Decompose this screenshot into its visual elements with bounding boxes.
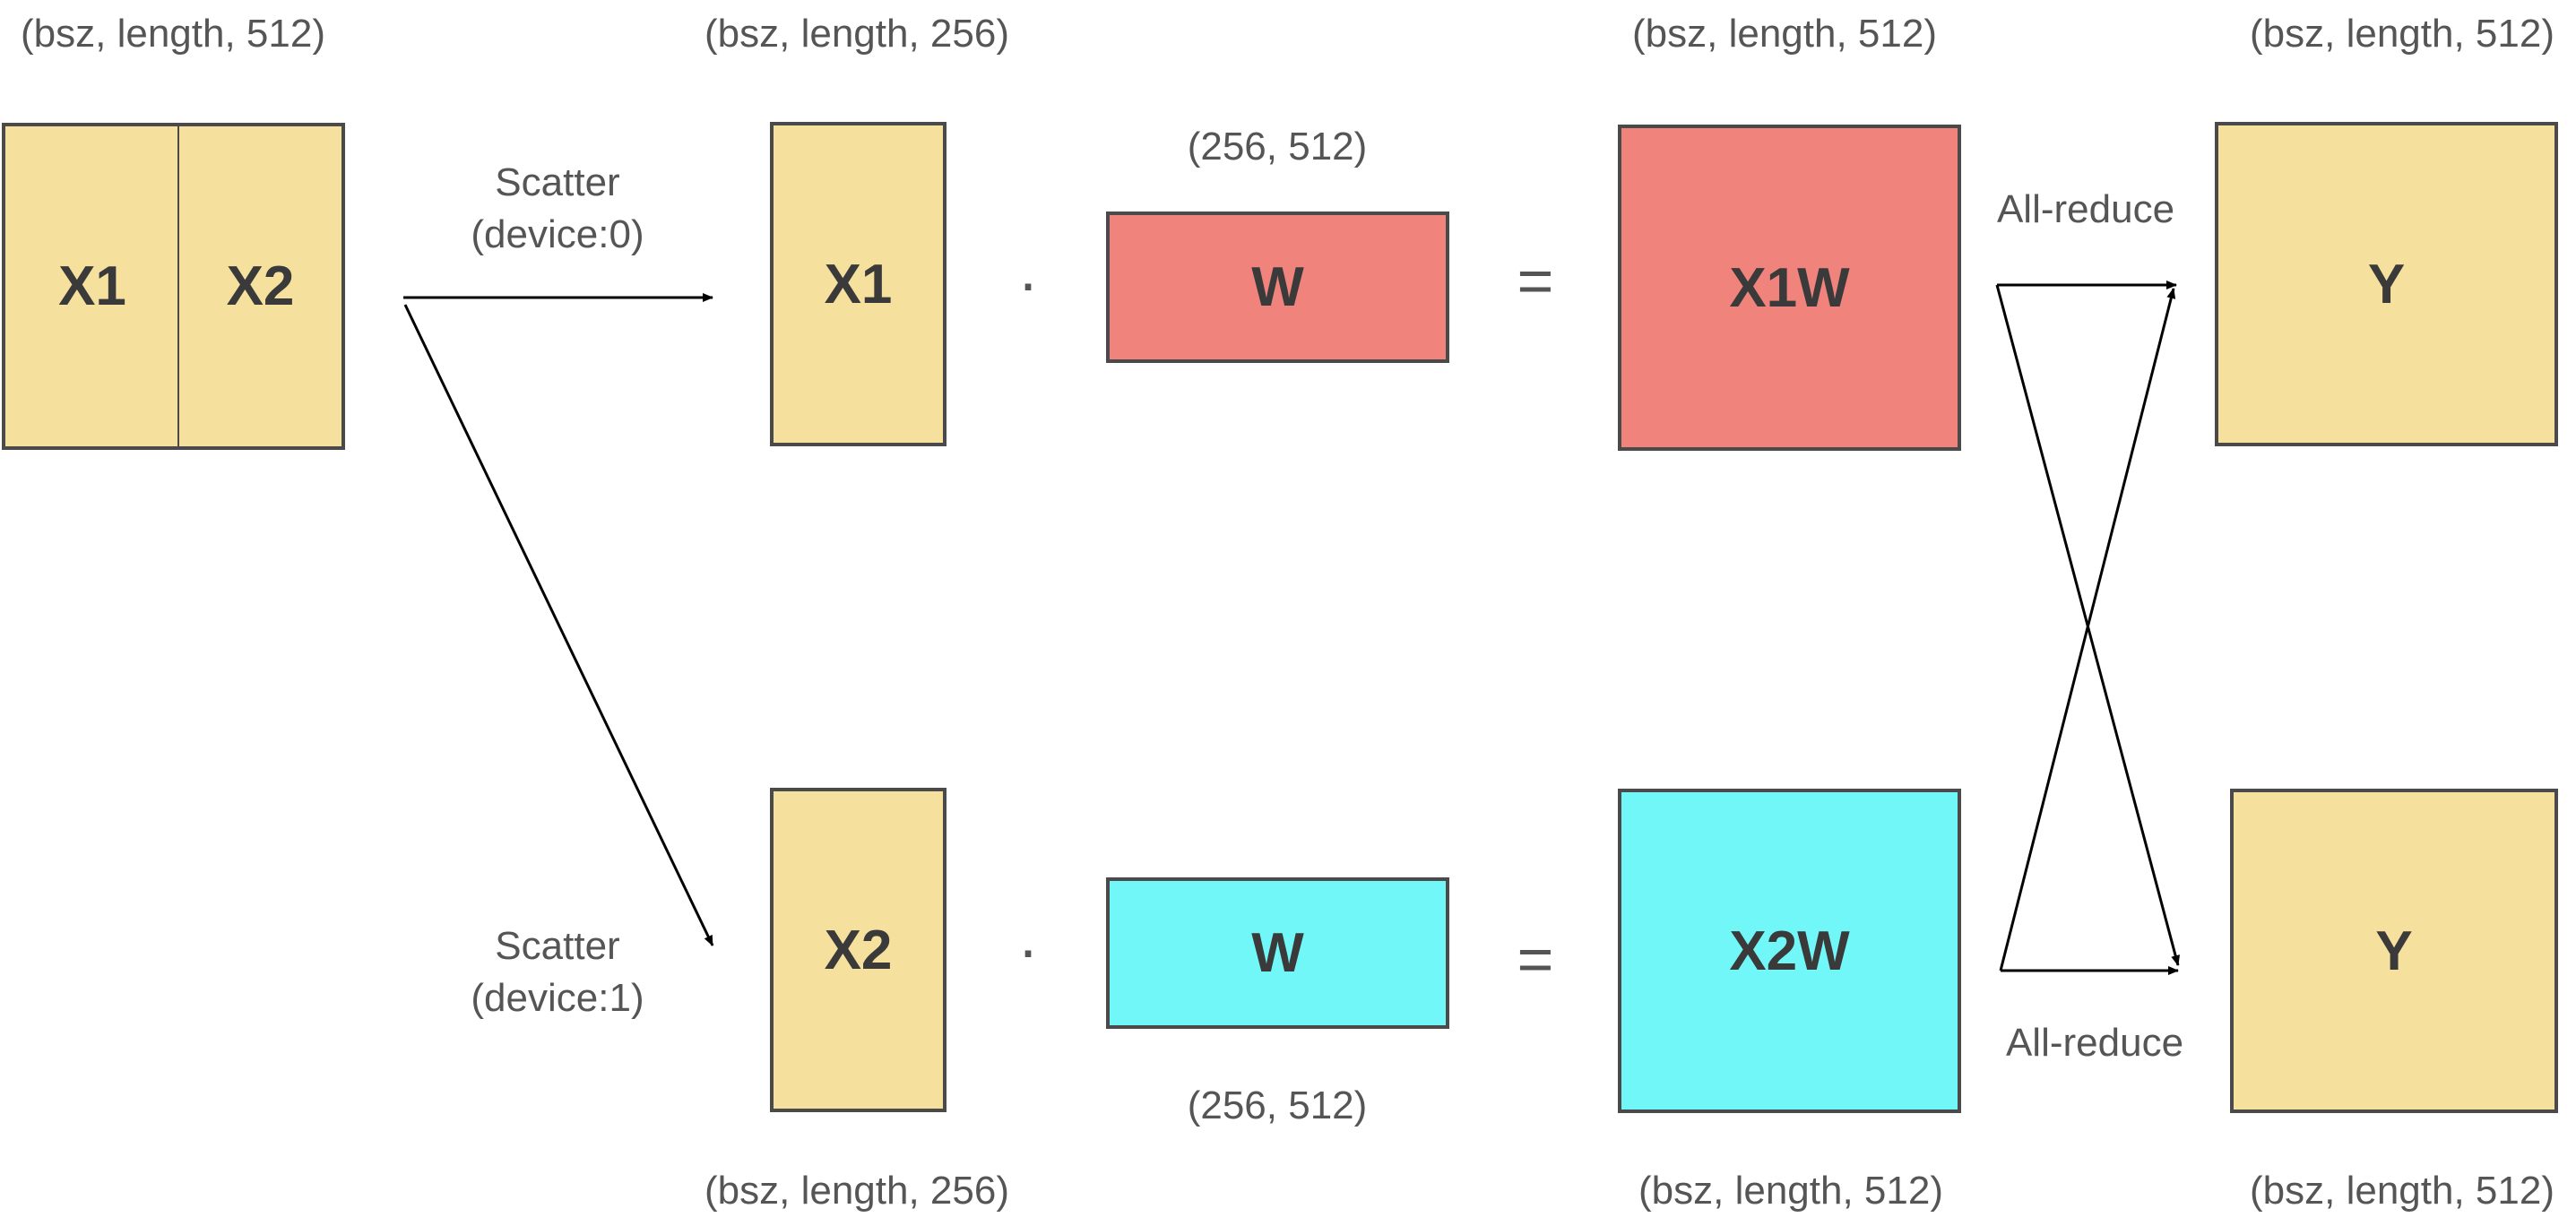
device0-x-block: X1	[770, 122, 947, 446]
device0-w-shape-label: (256, 512)	[1187, 125, 1368, 168]
device0-y-block: Y	[2215, 122, 2558, 446]
device1-w-label: W	[1251, 922, 1304, 984]
device0-product-block: X1W	[1618, 125, 1961, 451]
device1-x-label: X2	[824, 919, 893, 981]
device1-product-block: X2W	[1618, 789, 1961, 1113]
device1-dot-operator: ·	[1017, 914, 1039, 984]
device0-product-label: X1W	[1729, 256, 1850, 319]
device0-y-shape-label: (bsz, length, 512)	[2250, 12, 2554, 56]
input-x1-label: X1	[58, 255, 126, 317]
device1-x-shape-label: (bsz, length, 256)	[705, 1169, 1009, 1213]
device1-w-block: W	[1106, 877, 1449, 1029]
device0-x-label: X1	[824, 253, 893, 315]
device1-y-block: Y	[2230, 789, 2558, 1113]
device1-allreduce-label: All-reduce	[2005, 1021, 2184, 1065]
input-shape-label: (bsz, length, 512)	[21, 12, 325, 56]
scatter-arrow-device1	[403, 304, 714, 946]
device0-y-label: Y	[2367, 253, 2406, 315]
device1-y-shape-label: (bsz, length, 512)	[2250, 1169, 2554, 1213]
scatter-device0-label-line1: Scatter	[495, 160, 620, 204]
device1-product-label: X2W	[1729, 920, 1850, 982]
scatter-device0-label-line2: (device:0)	[471, 212, 644, 256]
device0-dot-operator: ·	[1017, 247, 1039, 317]
input-x2-block: X2	[177, 123, 345, 450]
device0-x-shape-label: (bsz, length, 256)	[705, 12, 1009, 56]
device1-y-label: Y	[2375, 920, 2413, 982]
scatter-device1-label-line1: Scatter	[495, 924, 620, 968]
device0-w-label: W	[1251, 256, 1304, 318]
device0-w-block: W	[1106, 212, 1449, 363]
input-x2-label: X2	[226, 255, 295, 317]
device0-allreduce-label: All-reduce	[1996, 187, 2175, 231]
scatter-device1-label-line2: (device:1)	[471, 976, 644, 1020]
input-x1-block: X1	[2, 123, 181, 450]
device1-product-shape-label: (bsz, length, 512)	[1638, 1169, 1943, 1213]
device1-equals-operator: =	[1517, 924, 1554, 994]
device0-equals-operator: =	[1517, 246, 1554, 315]
allreduce-arrow-device1	[1999, 288, 2176, 971]
device0-product-shape-label: (bsz, length, 512)	[1632, 12, 1937, 56]
device1-w-shape-label: (256, 512)	[1187, 1084, 1368, 1127]
device1-x-block: X2	[770, 788, 947, 1112]
